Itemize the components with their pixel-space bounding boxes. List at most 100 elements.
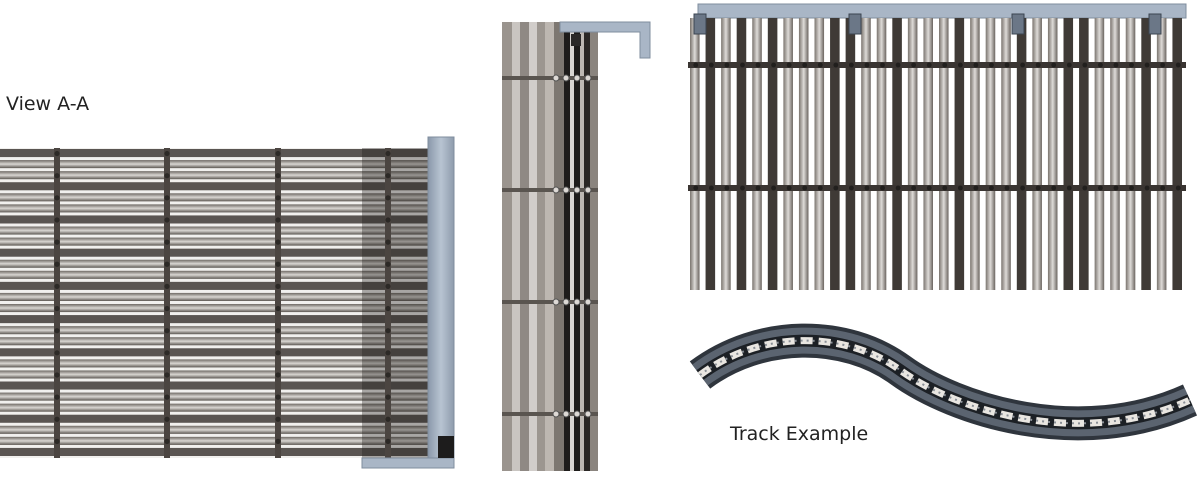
vertical-slat xyxy=(1141,18,1151,290)
rod-nut xyxy=(1051,185,1057,191)
rod-nut xyxy=(1144,185,1150,191)
side-bolt xyxy=(573,410,581,418)
horizontal-slat xyxy=(0,171,428,180)
side-strip xyxy=(590,22,598,471)
rod-nut xyxy=(802,185,808,191)
rod-nut xyxy=(275,217,281,223)
rod-nut xyxy=(385,217,391,223)
vertical-slat xyxy=(1125,18,1136,290)
rod-nut xyxy=(724,185,730,191)
rod-nut xyxy=(164,261,170,267)
rod-nut xyxy=(1160,62,1166,68)
rod-nut xyxy=(1004,62,1010,68)
rod-nut xyxy=(693,62,699,68)
rod-nut xyxy=(740,62,745,68)
rod-nut xyxy=(54,217,60,223)
rod-nut xyxy=(1066,62,1072,68)
view-section-label: View A-A xyxy=(6,93,90,115)
rod-nut xyxy=(275,283,281,289)
vertical-slat xyxy=(970,18,980,290)
horizontal-slat xyxy=(0,149,428,158)
rod-nut xyxy=(708,62,714,68)
horizontal-slat xyxy=(0,436,428,445)
section-view-panel xyxy=(0,136,455,469)
rod-nut xyxy=(973,62,979,68)
side-strip xyxy=(512,22,520,471)
rod-nut xyxy=(275,438,281,444)
vertical-slat xyxy=(1156,18,1167,290)
horizontal-slat xyxy=(0,193,428,202)
rod-nut xyxy=(817,185,823,191)
support-rod xyxy=(164,148,170,458)
rod-nut xyxy=(989,185,994,191)
track-example-label: Track Example xyxy=(730,423,869,445)
rod-nut xyxy=(164,173,170,179)
side-strip xyxy=(554,22,564,471)
rod-nut xyxy=(275,394,281,400)
rod-nut xyxy=(385,195,391,201)
rod-nut xyxy=(385,283,391,289)
horizontal-slat xyxy=(0,304,428,313)
rod-nut xyxy=(880,62,885,68)
vertical-slat xyxy=(1079,18,1089,290)
rod-nut xyxy=(911,62,917,68)
rod-nut xyxy=(385,150,391,157)
rod-nut xyxy=(1020,185,1025,191)
rod-nut xyxy=(164,195,170,201)
rod-nut xyxy=(164,394,170,400)
rod-nut xyxy=(164,150,170,157)
support-rod xyxy=(54,148,60,458)
side-strip xyxy=(570,22,574,471)
vertical-slat xyxy=(798,18,809,290)
rod-nut xyxy=(817,62,823,68)
overlap-region xyxy=(362,148,428,458)
rod-nut xyxy=(54,150,60,157)
side-strip xyxy=(529,22,537,471)
rod-nut xyxy=(54,305,60,312)
rod-nut xyxy=(385,305,391,312)
side-strip xyxy=(574,22,580,471)
vertical-slat xyxy=(690,18,700,290)
horizontal-slat xyxy=(0,237,428,246)
rod-nut xyxy=(786,62,792,68)
horizontal-slat xyxy=(0,447,428,456)
rod-nut xyxy=(275,305,281,312)
rod-nut xyxy=(1129,62,1134,68)
rod-nut xyxy=(755,62,761,68)
vertical-slat xyxy=(861,18,871,290)
rod-nut xyxy=(275,372,281,378)
rod-nut xyxy=(833,62,839,68)
rod-nut xyxy=(385,438,391,444)
top-bracket xyxy=(559,21,651,59)
vertical-slat xyxy=(1063,18,1074,290)
rod-nut xyxy=(164,328,170,334)
rod-nut xyxy=(54,416,60,422)
rod-nut xyxy=(833,185,839,191)
vertical-slat xyxy=(845,18,856,290)
rod-nut xyxy=(973,185,979,191)
rod-nut xyxy=(942,185,948,191)
rod-nut xyxy=(755,185,761,191)
side-rod xyxy=(502,300,598,304)
side-bolt xyxy=(552,410,560,418)
rail-clip xyxy=(693,13,707,35)
rod-nut xyxy=(1160,185,1166,191)
horizontal-slat xyxy=(0,337,428,346)
rod-nut xyxy=(275,416,281,422)
rod-nut xyxy=(1113,185,1119,191)
horizontal-slat xyxy=(0,182,428,191)
side-strip xyxy=(537,22,545,471)
vertical-slat xyxy=(1110,18,1120,290)
rod-nut xyxy=(942,62,948,68)
rod-nut xyxy=(724,62,730,68)
rail-clip xyxy=(1148,13,1162,35)
rod-nut xyxy=(895,185,901,191)
rod-nut xyxy=(740,185,745,191)
vertical-slat xyxy=(1001,18,1011,290)
rail-clip xyxy=(848,13,862,35)
rod-nut xyxy=(786,185,792,191)
horizontal-slat xyxy=(0,359,428,368)
rod-nut xyxy=(275,350,281,356)
vertical-slat xyxy=(939,18,949,290)
